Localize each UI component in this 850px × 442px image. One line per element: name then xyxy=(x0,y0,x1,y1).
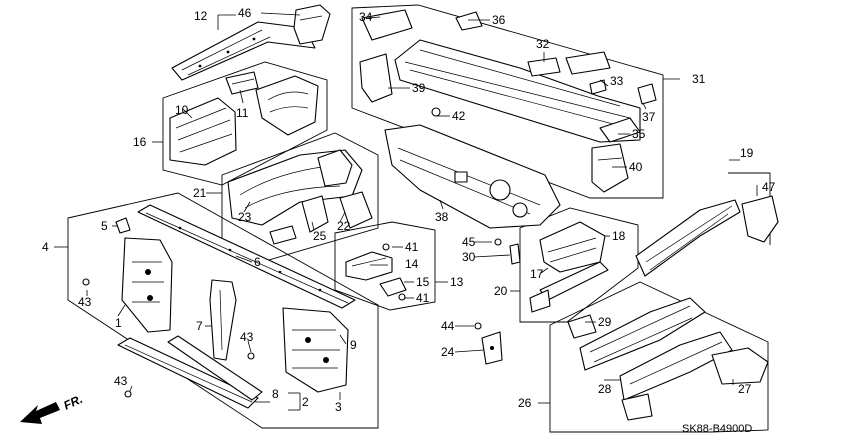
callout-16: 16 xyxy=(133,135,147,149)
callout-9: 9 xyxy=(350,338,357,352)
callout-7: 7 xyxy=(196,319,203,333)
group-frame-side-member xyxy=(519,207,639,323)
group-frame-dashboard-upper xyxy=(351,4,664,199)
group-frame-wheelhouse-left xyxy=(162,61,328,186)
callout-46: 46 xyxy=(238,6,252,20)
callout-42: 42 xyxy=(452,109,466,123)
callout-13: 13 xyxy=(450,275,464,289)
arrow-icon xyxy=(20,402,60,424)
callout-40: 40 xyxy=(629,160,643,174)
callout-17: 17 xyxy=(530,267,544,281)
callout-36: 36 xyxy=(492,13,506,27)
front-direction-arrow: FR. xyxy=(20,392,85,424)
callout-15: 15 xyxy=(416,275,430,289)
callout-39: 39 xyxy=(412,81,426,95)
floor-frame-parts xyxy=(567,297,769,421)
rear-frame-parts xyxy=(635,195,779,277)
bracket-parts xyxy=(345,243,407,301)
callout-2: 2 xyxy=(302,395,309,409)
callout-41b: 41 xyxy=(416,291,430,305)
direction-label: FR. xyxy=(61,392,84,413)
callout-34: 34 xyxy=(359,10,373,24)
side-member-parts xyxy=(529,221,609,313)
callout-43c: 43 xyxy=(114,374,128,388)
callout-1: 1 xyxy=(115,316,122,330)
wheelhouse-right-parts xyxy=(227,149,373,245)
callout-25: 25 xyxy=(313,229,327,243)
dashboard-lower-part xyxy=(384,107,561,229)
callout-labels: 1 2 3 4 5 6 7 8 9 10 11 12 13 14 15 16 1… xyxy=(42,6,776,414)
callout-37: 37 xyxy=(642,110,656,124)
callout-41a: 41 xyxy=(405,240,419,254)
group-frame-front-bulkhead xyxy=(67,192,379,429)
callout-32: 32 xyxy=(536,37,550,51)
callout-35: 35 xyxy=(632,127,646,141)
diagram-code: SK88-B4900D xyxy=(682,423,752,435)
dashboard-upper-parts xyxy=(359,9,657,193)
callout-23: 23 xyxy=(238,210,252,224)
leader-lines xyxy=(54,12,758,411)
callout-45: 45 xyxy=(462,235,476,249)
callout-29: 29 xyxy=(598,315,612,329)
callout-18: 18 xyxy=(612,229,626,243)
callout-43b: 43 xyxy=(240,330,254,344)
callout-43a: 43 xyxy=(78,295,92,309)
bolt-parts xyxy=(474,238,521,365)
group-frame-brackets xyxy=(334,221,436,311)
callout-22: 22 xyxy=(337,219,351,233)
group-frame-floor-frame xyxy=(549,281,769,433)
upper-rail-part xyxy=(171,4,331,81)
callout-11: 11 xyxy=(236,106,249,120)
callout-24: 24 xyxy=(441,345,455,359)
callout-5: 5 xyxy=(101,219,108,233)
callout-21: 21 xyxy=(193,186,207,200)
callout-44: 44 xyxy=(441,319,455,333)
callout-8: 8 xyxy=(272,387,279,401)
callout-33: 33 xyxy=(610,74,624,88)
callout-6: 6 xyxy=(254,255,261,269)
callout-31: 31 xyxy=(692,72,706,86)
callout-30: 30 xyxy=(462,250,476,264)
callout-19: 19 xyxy=(740,146,754,160)
callout-47: 47 xyxy=(762,180,776,194)
callout-27: 27 xyxy=(738,382,752,396)
wheelhouse-left-parts xyxy=(169,71,319,166)
callout-14: 14 xyxy=(405,257,419,271)
front-bulkhead-parts xyxy=(82,204,356,409)
callout-12: 12 xyxy=(194,9,208,23)
callout-26: 26 xyxy=(518,396,532,410)
callout-4: 4 xyxy=(42,240,49,254)
callout-38: 38 xyxy=(435,210,449,224)
callout-28: 28 xyxy=(598,382,612,396)
callout-10: 10 xyxy=(175,103,189,117)
callout-20: 20 xyxy=(494,284,508,298)
callout-3: 3 xyxy=(335,400,342,414)
